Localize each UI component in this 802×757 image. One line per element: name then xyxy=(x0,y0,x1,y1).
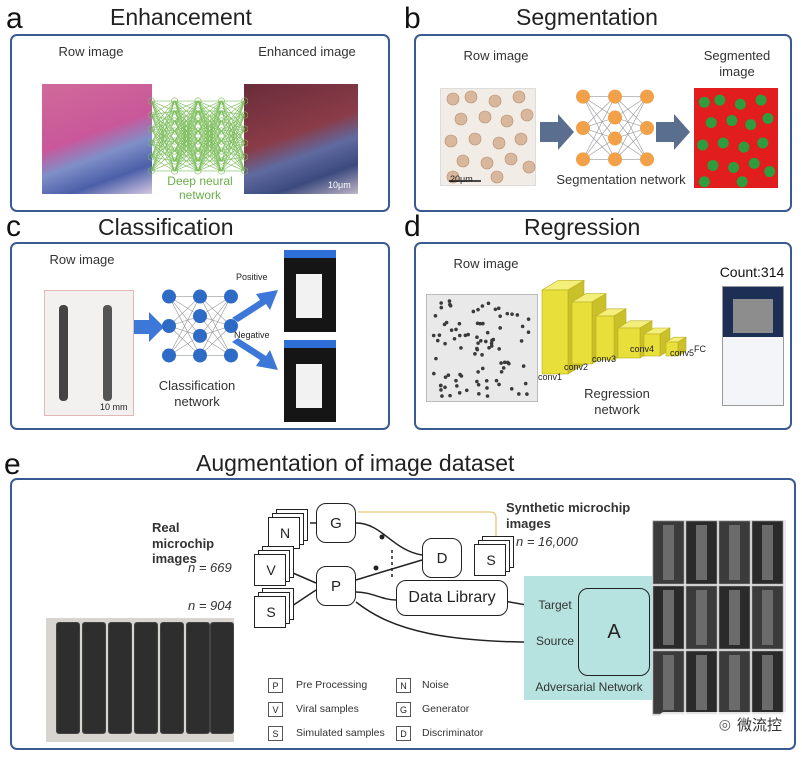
legend-key: D xyxy=(396,726,411,741)
cnn-layer-label: FC xyxy=(694,344,706,354)
noise-node: N xyxy=(268,517,300,549)
panel-c-input-label: Row image xyxy=(49,252,115,267)
panel-b-network-label: Segmentation network xyxy=(556,172,686,187)
synthetic-images-label: Synthetic microchip images xyxy=(506,500,631,531)
panel-d-letter: d xyxy=(404,210,421,243)
watermark-logo-icon: ◎ xyxy=(718,715,731,732)
n-synthetic: n = 16,000 xyxy=(516,534,578,549)
panel-a-input-label: Row image xyxy=(58,44,124,59)
panel-b-title: Segmentation xyxy=(516,4,658,30)
panel-a-scale: 10μm xyxy=(328,180,351,190)
chip-raw-image xyxy=(44,290,134,416)
label-negative: Negative xyxy=(234,330,270,340)
legend-key: G xyxy=(396,702,411,717)
generator-node: G xyxy=(316,503,356,543)
panel-c: Row image 10 mm Classification network P… xyxy=(10,242,390,430)
n-simulated: n = 904 xyxy=(188,598,232,613)
phone-count-image xyxy=(722,286,784,406)
panel-c-letter: c xyxy=(6,210,21,243)
legend-key: S xyxy=(268,726,283,741)
cells-raw-image xyxy=(440,88,536,186)
panel-b-output-label: Segmented image xyxy=(703,48,771,79)
legend-text: Viral samples xyxy=(296,703,359,715)
panel-c-network-label: Classification network xyxy=(158,378,236,409)
panel-e-letter: e xyxy=(4,448,21,481)
legend-text: Pre Processing xyxy=(296,679,368,691)
panel-b-scale: 20μm xyxy=(450,174,473,184)
cells-segmented-image xyxy=(694,88,778,188)
classification-network-icon xyxy=(162,289,238,363)
cnn-layer-label: conv2 xyxy=(564,362,588,372)
target-label: Target xyxy=(538,598,572,612)
segmentation-network-icon xyxy=(576,89,654,167)
arrow-right-icon xyxy=(134,312,164,342)
legend-text: Simulated samples xyxy=(296,727,385,739)
phone-negative-image xyxy=(284,340,336,422)
panel-d-input-label: Row image xyxy=(453,256,519,271)
phone-positive-image xyxy=(284,250,336,332)
legend-text: Discriminator xyxy=(422,727,484,739)
source-label: Source xyxy=(535,634,575,648)
viral-samples-node: V xyxy=(254,554,286,586)
data-library-node: Data Library xyxy=(396,580,508,616)
synthetic-samples-node: S xyxy=(474,544,506,576)
adversarial-node: A xyxy=(578,588,650,676)
legend-key: V xyxy=(268,702,283,717)
panel-e-title: Augmentation of image dataset xyxy=(196,450,515,476)
arrow-up-right-icon xyxy=(232,290,278,322)
arrow-right-icon xyxy=(540,114,574,150)
label-positive: Positive xyxy=(236,272,268,282)
panel-a-letter: a xyxy=(6,2,23,35)
panel-c-title: Classification xyxy=(98,214,234,240)
legend-key: P xyxy=(268,678,283,693)
watermark: ◎ 微流控 xyxy=(660,712,790,736)
arrow-right-icon xyxy=(656,114,690,150)
real-microchip-photo xyxy=(46,618,234,742)
legend-text: Generator xyxy=(422,703,470,715)
tissue-enhanced-image xyxy=(244,84,358,194)
count-label: Count:314 xyxy=(719,264,785,280)
panel-b: Row image Segmented image 20μm Segmentat… xyxy=(414,34,792,212)
panel-a-network-label: Deep neural network xyxy=(167,174,233,203)
real-images-label: Real microchip images xyxy=(152,520,215,567)
deep-neural-network-icon xyxy=(148,97,248,175)
preprocessing-node: P xyxy=(316,566,356,606)
legend-text: Noise xyxy=(422,679,449,691)
panel-b-letter: b xyxy=(404,2,421,35)
panel-a: Row image Enhanced image 10μm Deep neura… xyxy=(10,34,390,212)
synthetic-microchip-grid xyxy=(652,520,786,716)
arrow-down-right-icon xyxy=(232,338,278,370)
cnn-layer-label: conv3 xyxy=(592,354,616,364)
panel-d-network-label: Regression network xyxy=(584,386,650,417)
cnn-layer-label: conv4 xyxy=(630,344,654,354)
panel-a-title: Enhancement xyxy=(110,4,252,30)
n-viral: n = 669 xyxy=(188,560,232,575)
discriminator-node: D xyxy=(422,538,462,578)
legend-key: N xyxy=(396,678,411,693)
cnn-layer-label: conv1 xyxy=(538,372,562,382)
tissue-raw-image xyxy=(42,84,152,194)
simulated-samples-node: S xyxy=(254,596,286,628)
cnn-layer-label: conv5 xyxy=(670,348,694,358)
particles-raw-image xyxy=(426,294,538,402)
panel-d-title: Regression xyxy=(524,214,641,240)
panel-b-input-label: Row image xyxy=(463,48,529,63)
panel-c-scale: 10 mm xyxy=(100,402,128,412)
watermark-text: 微流控 xyxy=(736,716,782,734)
panel-a-output-label: Enhanced image xyxy=(258,44,356,59)
adversarial-network-label: Adversarial Network xyxy=(535,680,643,694)
panel-e: N G D S Synthetic microchip images n = 1… xyxy=(10,478,796,750)
